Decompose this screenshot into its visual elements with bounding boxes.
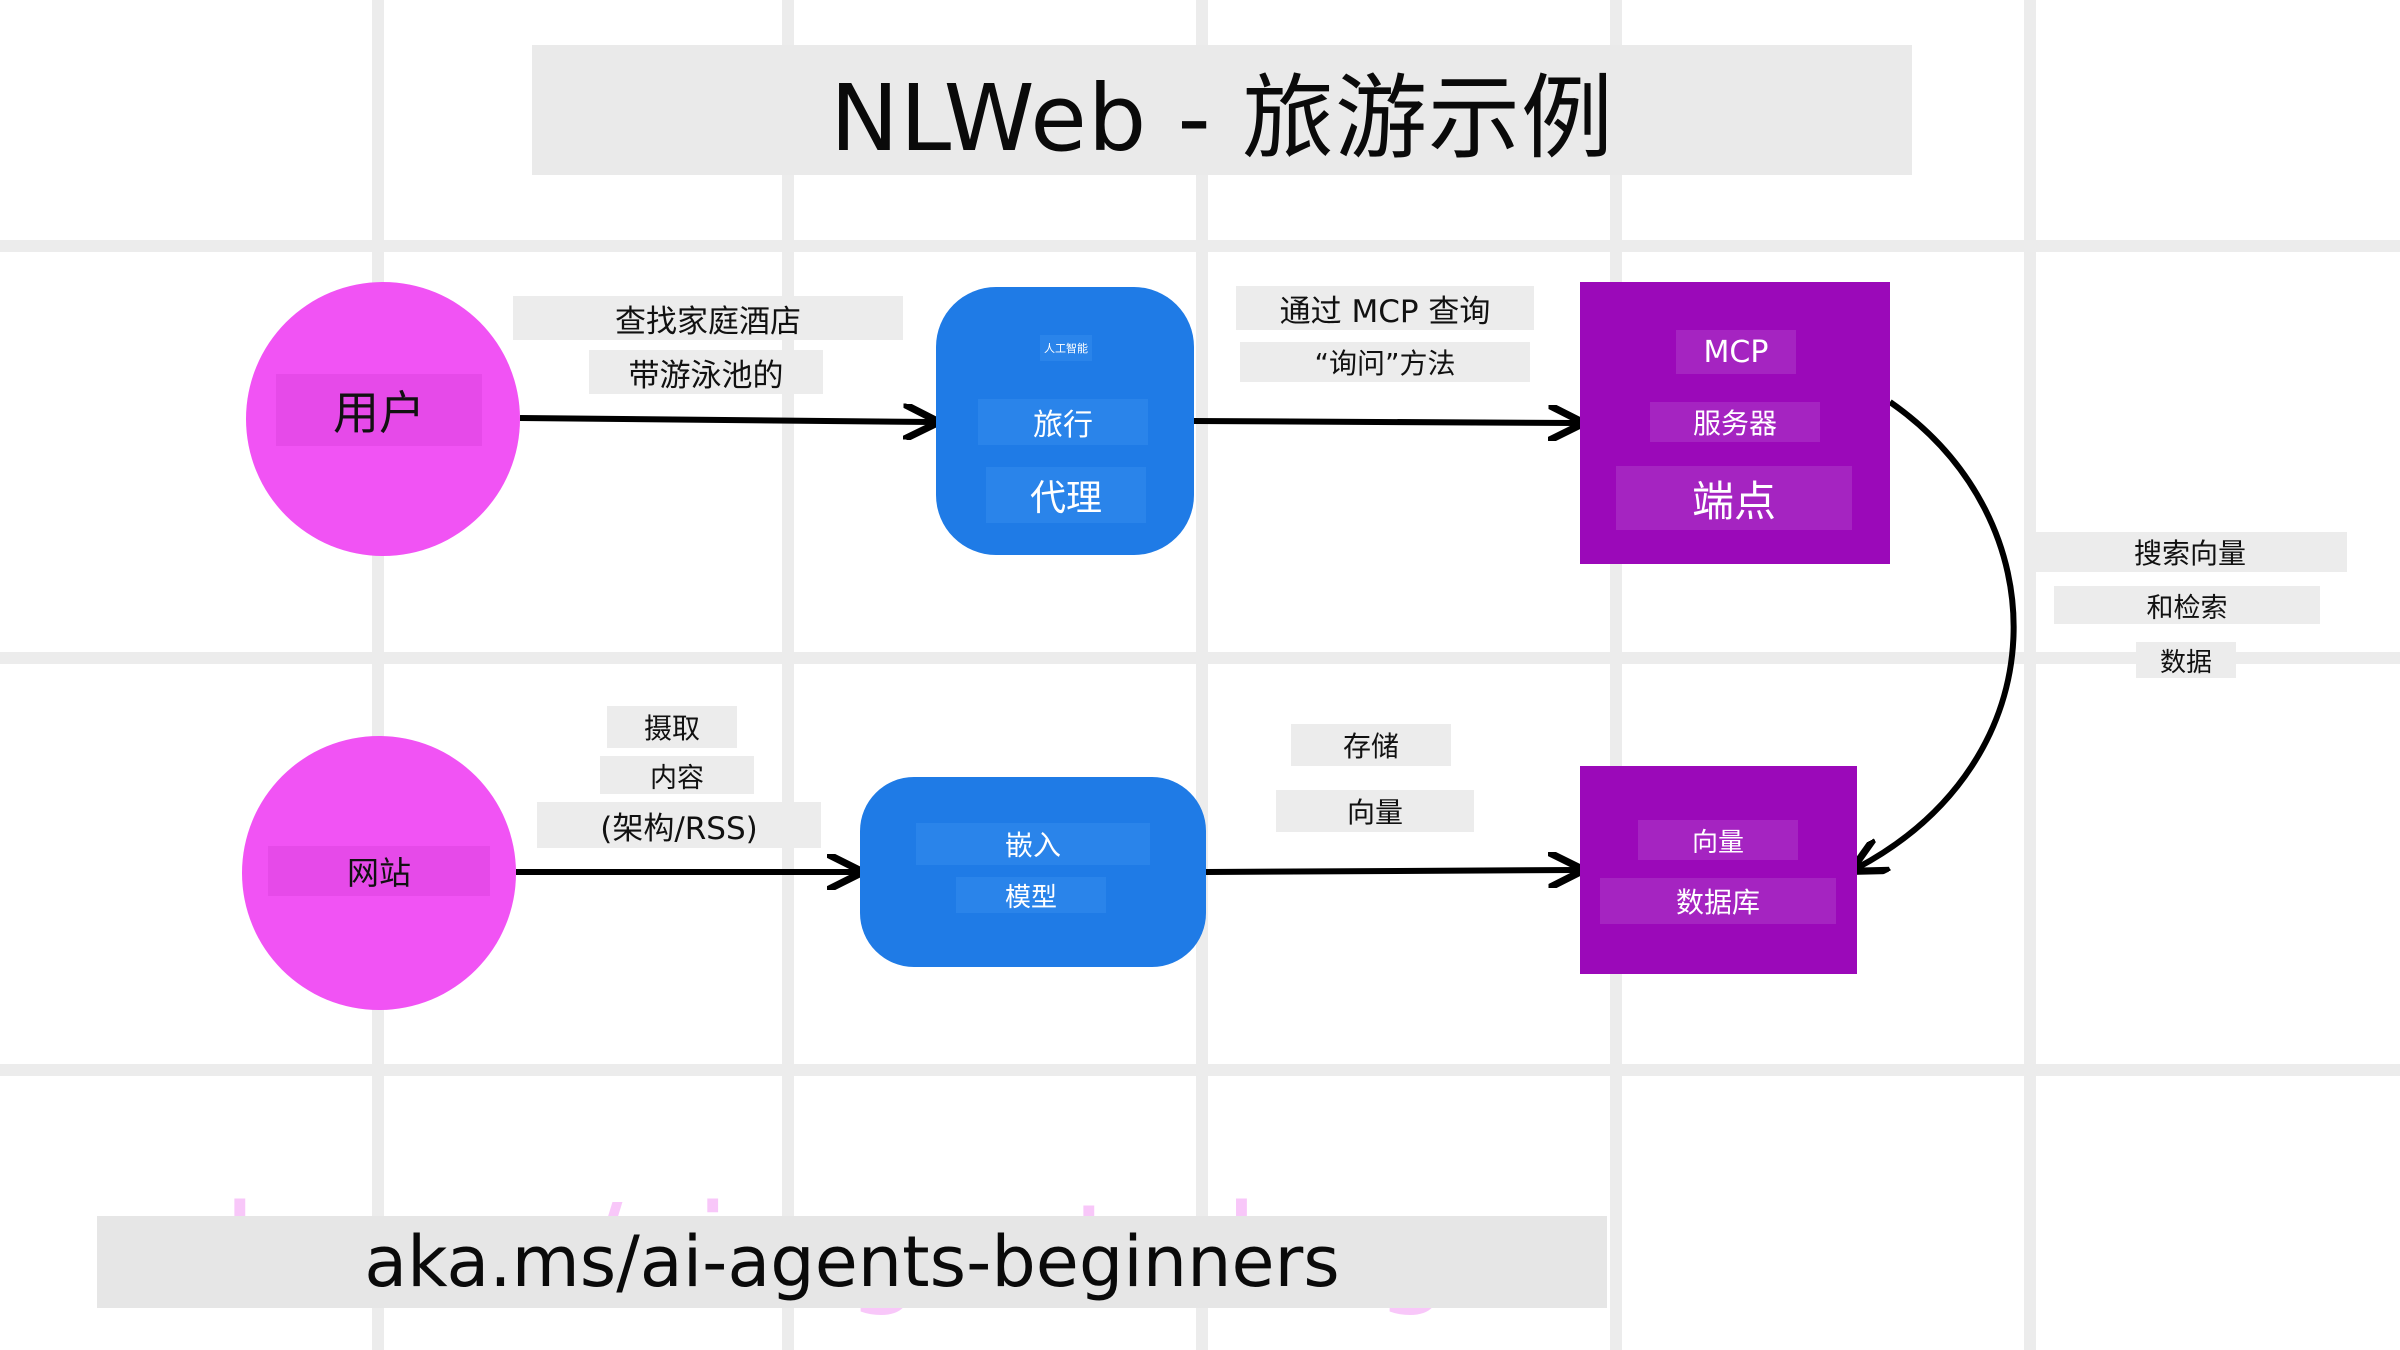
edge-label: 数据 — [2136, 642, 2236, 678]
embed-label: 嵌入 — [916, 823, 1150, 865]
grid-line — [2024, 0, 2036, 1350]
grid-line — [1196, 0, 1208, 1350]
edge-label: 带游泳池的 — [589, 350, 823, 394]
edge-label: 查找家庭酒店 — [513, 296, 903, 340]
mcp-server-label: 服务器 — [1650, 402, 1820, 442]
model-label: 模型 — [956, 877, 1106, 913]
database-label: 数据库 — [1600, 878, 1836, 924]
agent-ai-label: 人工智能 — [1040, 335, 1092, 361]
edge-label: 存储 — [1291, 724, 1451, 766]
agent-agent-label: 代理 — [986, 467, 1146, 523]
website-label: 网站 — [268, 846, 490, 896]
grid-line — [0, 652, 2400, 664]
edge-label: 向量 — [1276, 790, 1474, 832]
mcp-endpoint-label: 端点 — [1616, 466, 1852, 530]
mcp-server-node: MCP 服务器 端点 — [1580, 282, 1890, 564]
arrow-user-agent — [519, 418, 932, 422]
footer-link[interactable]: aka.ms/ai-agents-beginners — [97, 1216, 1607, 1308]
edge-label: 和检索 — [2054, 586, 2320, 624]
agent-travel-label: 旅行 — [978, 399, 1148, 445]
arrow-embed-vectordb — [1205, 870, 1577, 872]
grid-line — [0, 240, 2400, 252]
mcp-label: MCP — [1676, 330, 1796, 374]
edge-label: 摄取 — [607, 706, 737, 748]
edge-label: 内容 — [600, 756, 754, 794]
vector-db-node: 向量 数据库 — [1580, 766, 1857, 974]
embedding-model-node: 嵌入 模型 — [860, 777, 1206, 967]
edge-label: (架构/RSS) — [537, 802, 821, 848]
vector-label: 向量 — [1638, 820, 1798, 860]
grid-line — [0, 1064, 2400, 1076]
arrow-agent-mcp — [1192, 421, 1577, 423]
edge-label: 搜索向量 — [2033, 532, 2347, 572]
edge-label: “询问”方法 — [1240, 342, 1530, 382]
travel-agent-node: 人工智能 旅行 代理 — [936, 287, 1194, 555]
user-label: 用户 — [276, 374, 482, 446]
edge-label: 通过 MCP 查询 — [1236, 286, 1534, 330]
page-title: NLWeb - 旅游示例 — [532, 45, 1912, 175]
arrow-mcp-vectordb — [1857, 399, 2017, 868]
